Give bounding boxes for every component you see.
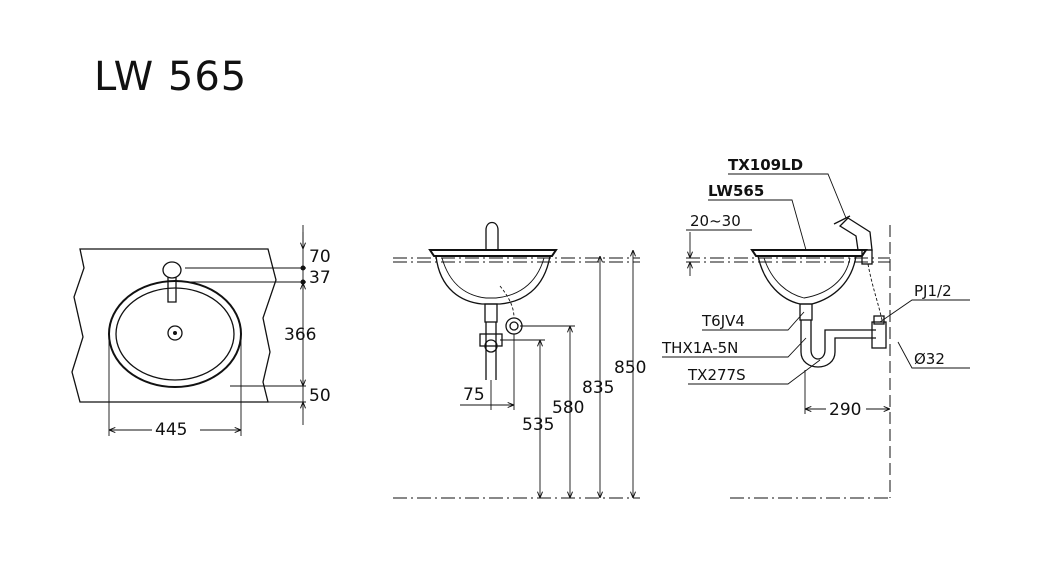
wall-flange [871, 321, 887, 349]
faucet-plan-icon [162, 261, 182, 303]
front-view: 75 535 580 835 850 [393, 221, 646, 499]
basin-model-label: LW565 [708, 182, 764, 200]
dim-70-label: 70 [309, 247, 331, 267]
dim-580-label: 580 [552, 398, 584, 418]
faucet-icon [485, 221, 499, 250]
basin-rim [428, 249, 558, 257]
dim-445-label: 445 [155, 420, 187, 440]
range-label: 20~30 [690, 212, 741, 230]
dim-50-label: 50 [309, 386, 331, 406]
side-drain-pipe [799, 303, 813, 321]
dim-37-label: 37 [309, 268, 331, 288]
page-title: LW 565 [94, 54, 248, 100]
thx-label: THX1A-5N [661, 339, 738, 357]
dim-75-label: 75 [463, 385, 485, 405]
supply-valve-icon [505, 317, 523, 335]
t6jv4-label: T6JV4 [701, 312, 745, 330]
dim-850-label: 850 [614, 358, 646, 378]
dim-366-label: 366 [284, 325, 316, 345]
basin-inner-rim [115, 287, 235, 381]
drain-pipe [484, 303, 498, 323]
diameter-label: Ø32 [914, 350, 945, 368]
side-view: 20~30 TX109LD LW565 T6JV4 THX1A-5N TX277… [661, 156, 970, 499]
pj-label: PJ1/2 [914, 282, 952, 300]
drain-icon [167, 325, 183, 341]
dim-835-label: 835 [582, 378, 614, 398]
dim-290-label: 290 [829, 400, 861, 420]
dim-535-label: 535 [522, 415, 554, 435]
trap-label: TX277S [687, 366, 746, 384]
side-faucet-icon [838, 217, 873, 251]
basin-outer-rim [108, 280, 242, 388]
side-basin-bowl [757, 255, 857, 305]
top-view: 70 37 366 50 445 [71, 225, 331, 440]
basin-bowl [435, 255, 551, 305]
side-basin-rim [750, 249, 868, 257]
faucet-model-label: TX109LD [728, 156, 803, 174]
